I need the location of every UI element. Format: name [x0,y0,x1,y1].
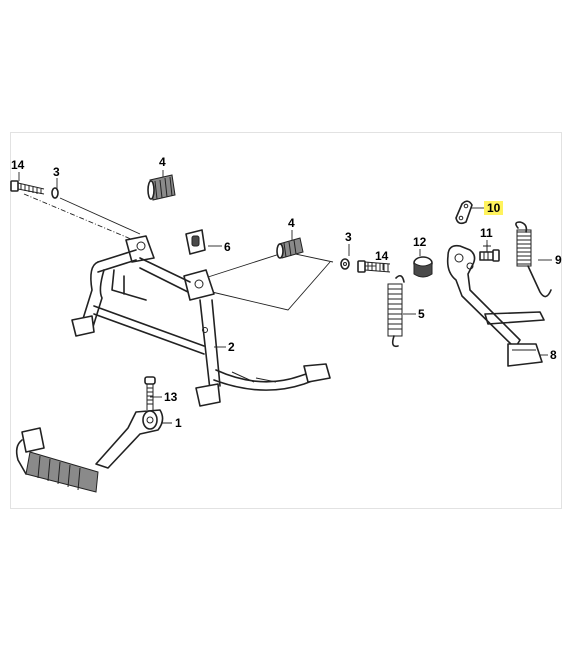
part-10-bracket [455,200,473,225]
part-4-bushing-middle [276,237,304,259]
part-8-side-stand [446,244,545,367]
callout-10-highlighted: 10 [484,201,504,215]
callout-3-left: 3 [53,165,60,179]
callout-4-middle: 4 [288,216,295,230]
callout-5: 5 [418,307,425,321]
part-11-bolt [479,244,500,262]
part-3-washer-left [51,187,59,199]
callout-8: 8 [550,348,557,362]
callout-2: 2 [228,340,235,354]
part-13-bolt [144,376,156,410]
part-14-bolt-left [10,180,45,195]
part-4-bushing-top [147,174,176,201]
part-12-rubber-stop [413,256,433,278]
callout-14-left: 14 [11,158,25,172]
diagram-frame [10,132,562,509]
callout-3-right: 3 [345,230,352,244]
part-3-washer-right [340,258,350,270]
callout-4-top: 4 [159,155,166,169]
callout-11: 11 [480,226,493,240]
part-2-main-stand [71,235,331,407]
callout-6: 6 [224,240,231,254]
part-6-rubber-block [185,229,206,255]
callout-9: 9 [555,253,562,267]
part-1-kick-pedal [15,409,164,493]
callout-1: 1 [175,416,182,430]
part-9-spring [515,221,552,298]
callout-13: 13 [164,390,178,404]
callout-12: 12 [413,235,427,249]
part-14-bolt-right [357,260,391,273]
callout-14-right: 14 [375,249,389,263]
part-5-spring [387,274,405,348]
